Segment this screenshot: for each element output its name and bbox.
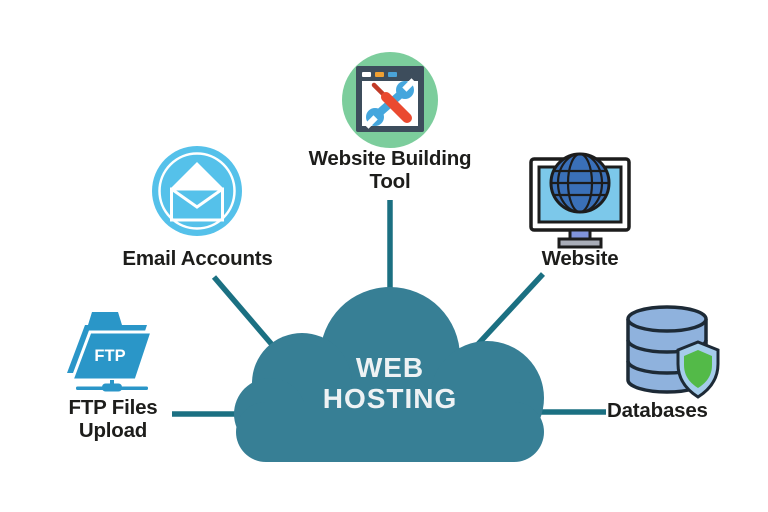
website-icon [522,146,638,252]
envelope-icon [170,162,224,222]
circle-ring [158,152,236,230]
label-line: Databases [607,399,708,422]
ftp-files-upload-icon: FTP [60,300,164,396]
label-line: Website [541,247,619,270]
label-line: Website Building [308,147,472,170]
label-line: Email Accounts [122,247,273,270]
label-ftp-files-upload: FTP Files Upload [48,396,178,442]
label-website-building-tool: Website Building Tool [285,147,495,193]
label-website: Website [525,247,635,270]
databases-icon [616,302,724,404]
cloud-shape [234,287,544,462]
monitor-stand-icon [557,228,603,249]
label-line: Upload [78,419,148,442]
screwdriver-icon [371,82,412,123]
shield-icon [676,340,720,399]
blue-circle [152,146,242,236]
folder-icon [67,312,155,392]
website-building-tool-icon [341,51,439,149]
cloud-title-line1: WEB [355,352,425,383]
label-line: Tool [369,170,411,193]
email-accounts-icon [151,145,243,237]
label-email-accounts: Email Accounts [110,247,285,270]
cloud-title-line2: HOSTING [322,383,458,414]
globe-icon [549,152,611,214]
ftp-folder-text: FTP [94,347,125,365]
label-line: FTP Files [68,396,158,419]
cloud-title: WEB HOSTING [290,352,490,414]
label-databases: Databases [607,399,747,422]
